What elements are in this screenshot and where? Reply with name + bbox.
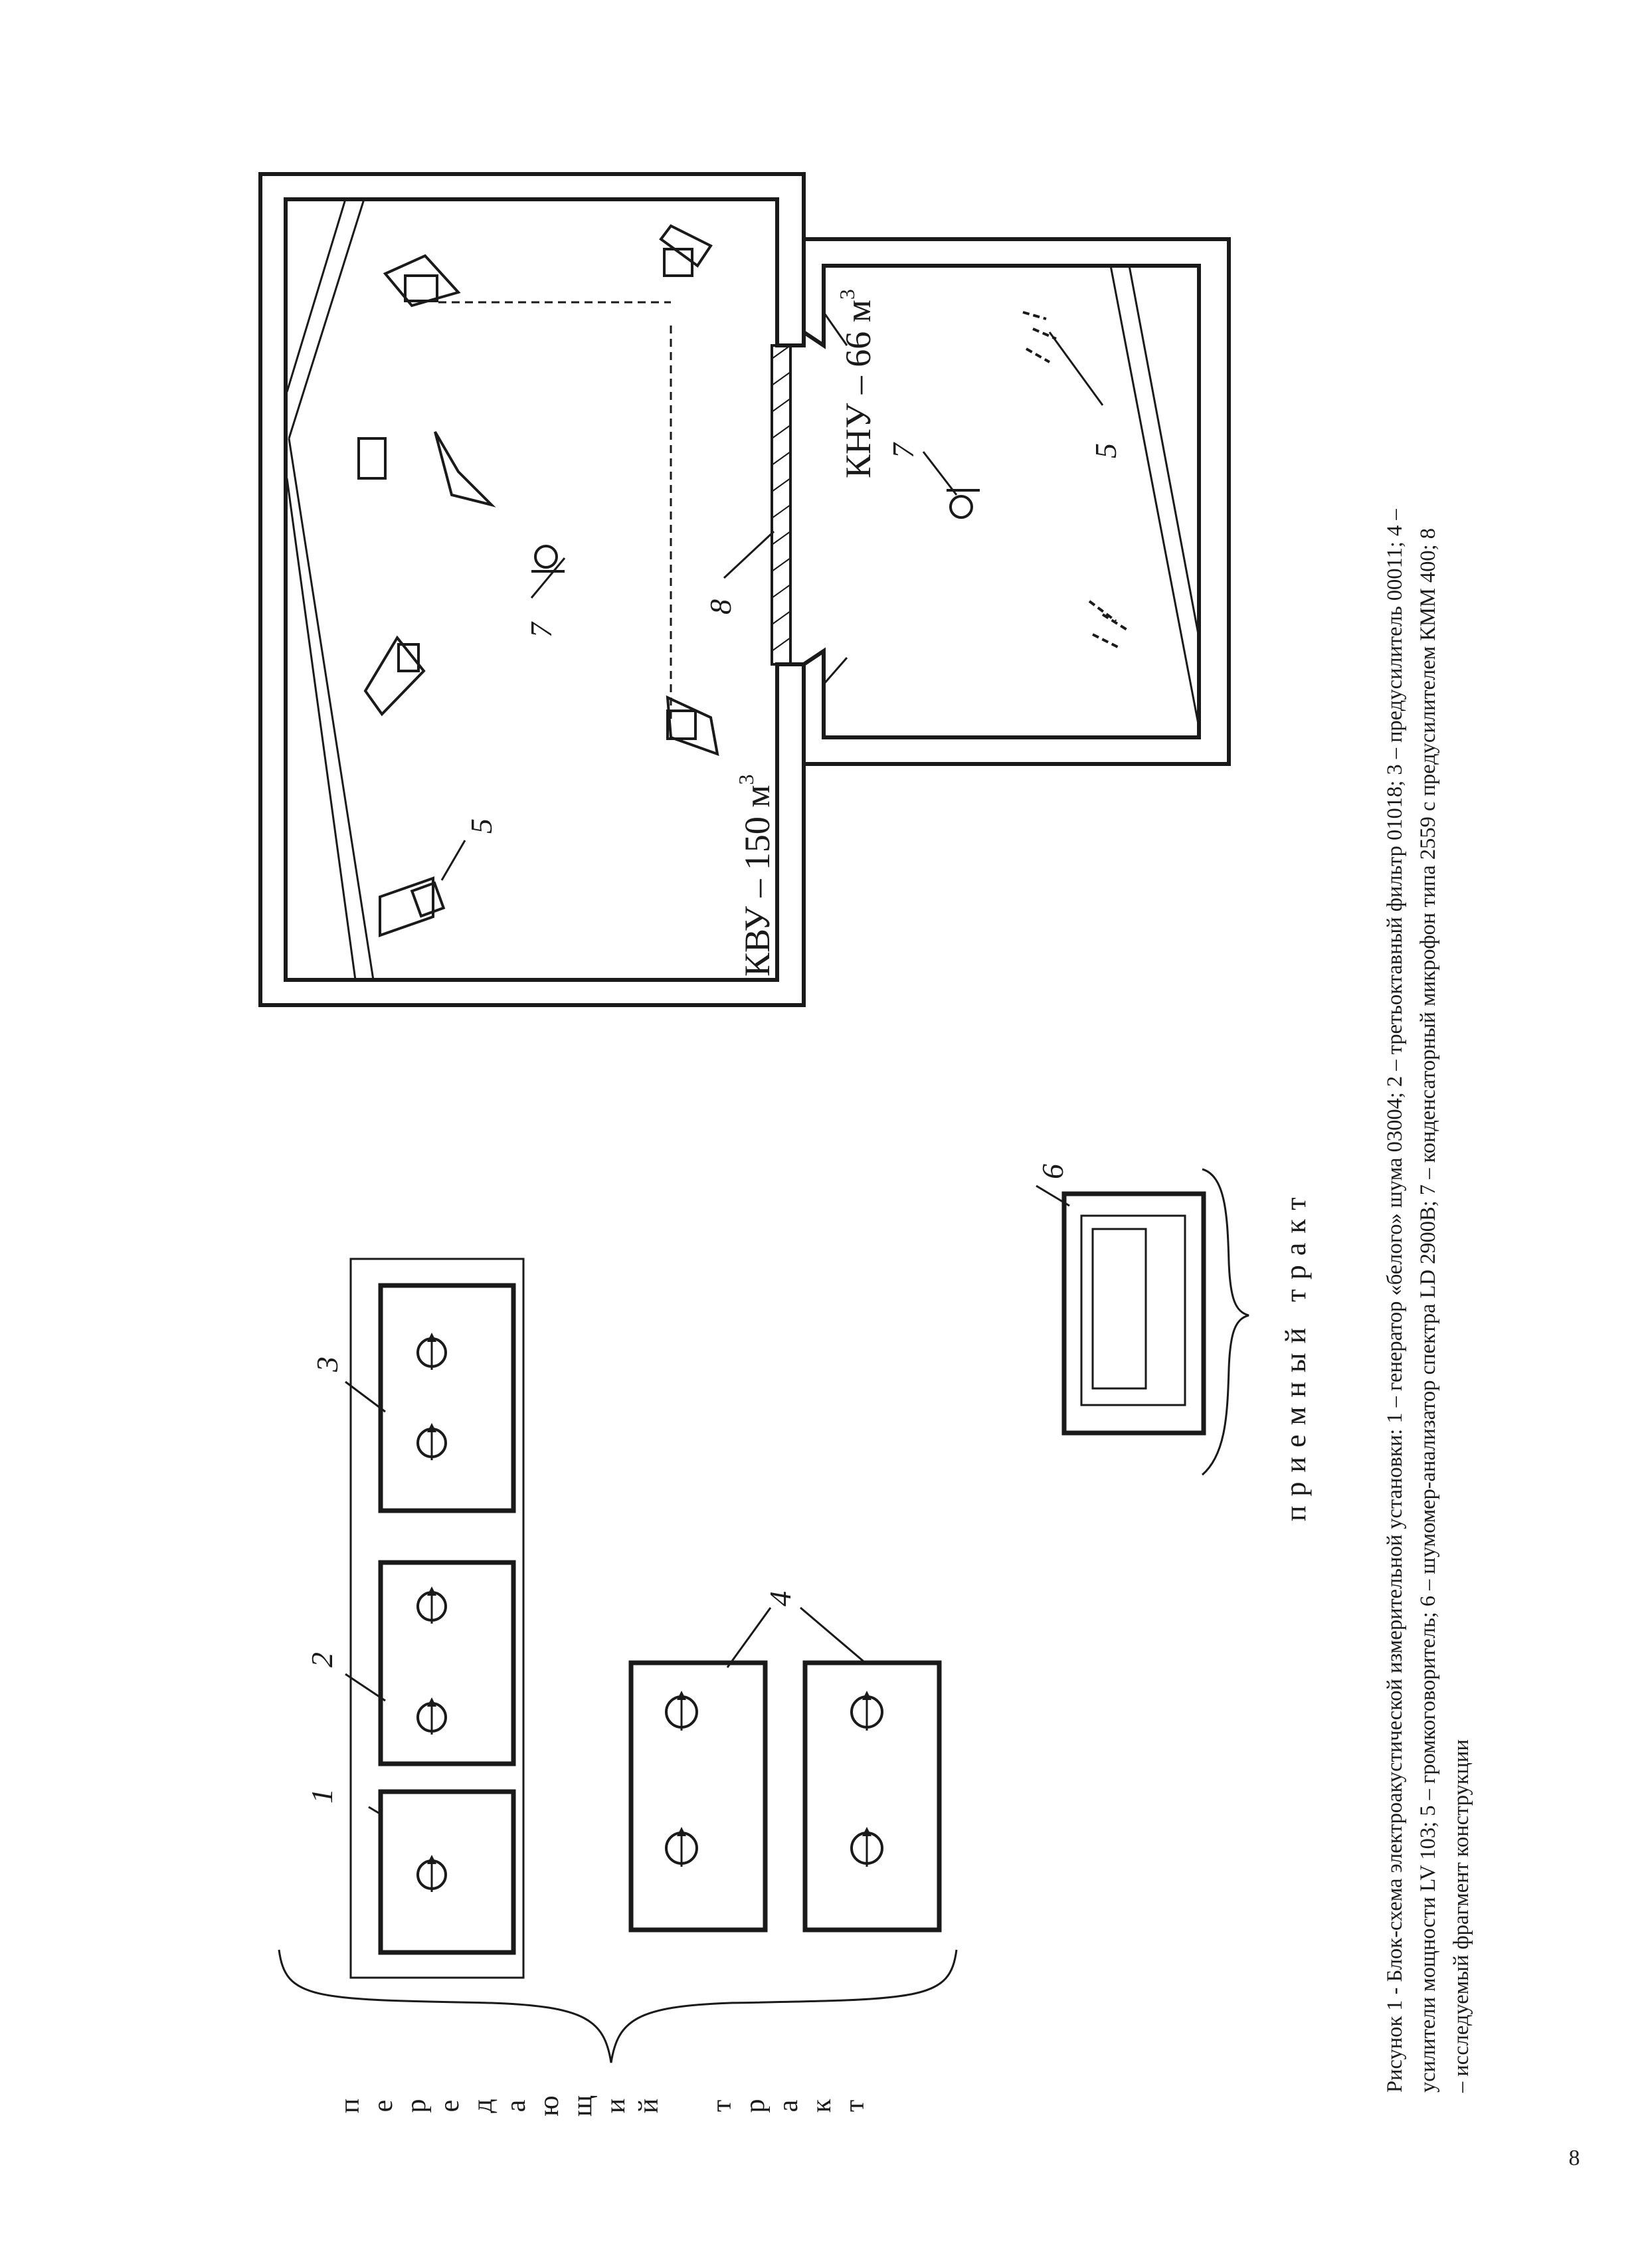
label-item-3: 3 [310, 1357, 344, 1372]
room-low-walls [802, 237, 1231, 766]
receive-path-brace [1202, 1168, 1249, 1476]
transmit-letter: а [773, 2099, 804, 2112]
rooms-plan: 8 [258, 172, 1231, 1007]
transmit-letter: е [434, 2100, 465, 2113]
transmit-letter: к [806, 2099, 837, 2113]
equipment-rack-frame [349, 1258, 525, 1979]
label-item-6: 6 [1036, 1164, 1069, 1179]
label-item-5-high: 5 [464, 818, 498, 834]
transmit-letter: и [600, 2099, 631, 2113]
label-item-8: 8 [703, 599, 737, 614]
label-item-7-low: 7 [886, 442, 920, 458]
transmit-equipment-group: 1 2 3 4 [305, 1258, 942, 1979]
analyzer-device: 6 [1036, 1164, 1206, 1436]
transmit-letter: т [707, 2100, 737, 2112]
transmit-letter: т [840, 2100, 870, 2112]
room-low-label: КНУ – 66 м3 [835, 289, 878, 478]
loudspeaker-icon [1022, 311, 1057, 363]
transmit-letter: а [501, 2099, 531, 2112]
label-item-2: 2 [305, 1652, 339, 1667]
transmit-letter: ю [534, 2095, 565, 2116]
transmit-letter: й [634, 2099, 664, 2113]
preamplifier-block [345, 1283, 516, 1513]
loudspeaker-icon [1088, 600, 1131, 649]
power-amplifier-block-b [800, 1606, 942, 1933]
transmit-letter: р [740, 2099, 771, 2113]
specimen-partition: 8 [703, 344, 792, 666]
figure-caption: Рисунок 1 - Блок-схема электроакустическ… [1383, 509, 1473, 2093]
caption-line-1: Рисунок 1 - Блок-схема электроакустическ… [1383, 509, 1407, 2093]
label-item-4: 4 [763, 1591, 797, 1606]
transmit-letter: е [368, 2100, 399, 2113]
transmit-letter: п [335, 2099, 365, 2113]
loudspeaker-icon [666, 695, 719, 757]
receive-path-label: приемный тракт [1279, 1188, 1312, 1521]
loudspeaker-icon [659, 224, 713, 277]
room-high-label: КВУ – 150 м3 [734, 774, 777, 977]
microphone-icon [530, 545, 566, 599]
power-amplifier-block-a [628, 1607, 772, 1933]
caption-line-2: усилители мощности LV 103; 5 – громкогов… [1416, 528, 1440, 2093]
label-item-7-high: 7 [524, 621, 558, 638]
microphone-icon [922, 451, 980, 519]
loudspeaker-icon [383, 254, 461, 308]
transmit-letter: д [468, 2099, 498, 2113]
generator-block [368, 1789, 516, 1955]
transmit-path-brace [278, 1949, 958, 2063]
transmit-path-label: п е р е д а ю щ и й т р а к т [335, 2095, 870, 2117]
loudspeaker-icon [363, 635, 426, 717]
loudspeaker-icon [357, 430, 496, 508]
loudspeaker-icon [379, 840, 466, 937]
transmit-letter: щ [567, 2095, 598, 2117]
page-number: 8 [1568, 2146, 1580, 2170]
label-item-5-low: 5 [1089, 443, 1123, 458]
label-item-1: 1 [305, 1788, 339, 1804]
caption-line-3: – исследуемый фрагмент конструкции [1449, 1739, 1473, 2093]
transmit-letter: р [401, 2099, 432, 2113]
filter-block [345, 1560, 516, 1766]
